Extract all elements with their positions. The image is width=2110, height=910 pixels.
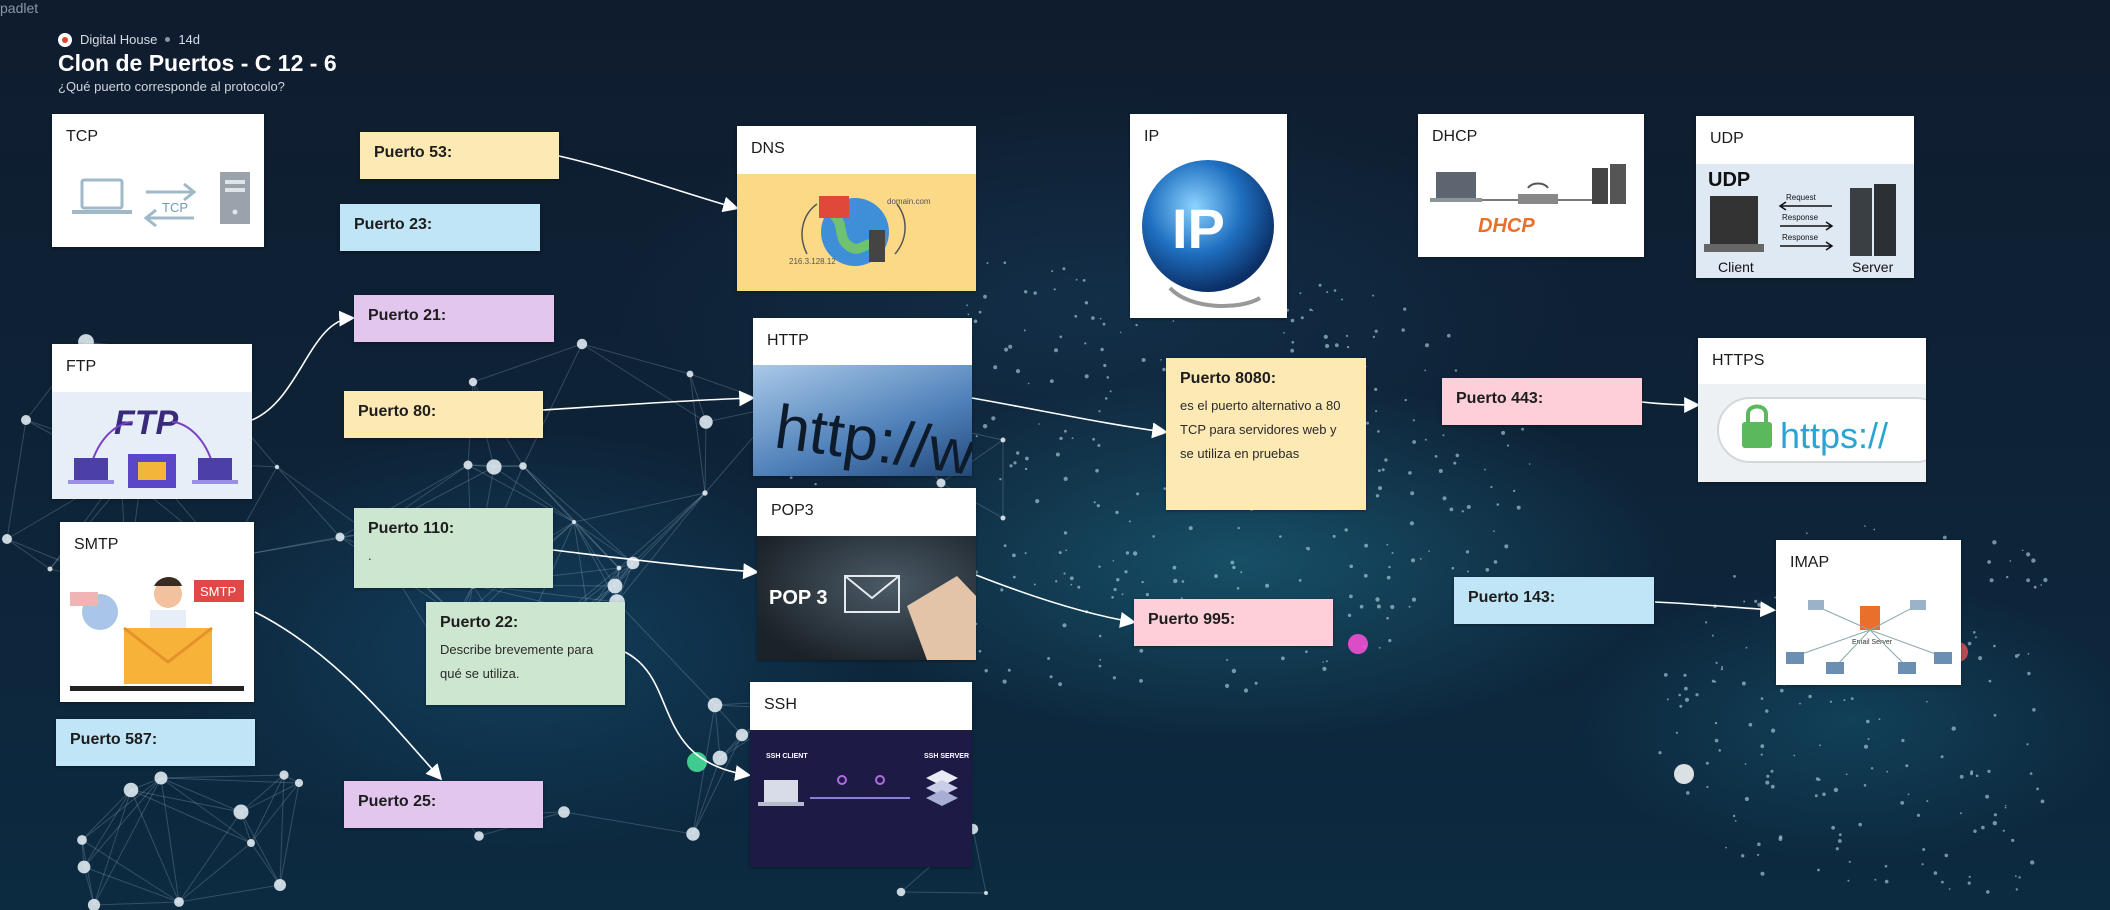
svg-text:IP: IP [1172, 197, 1225, 260]
card-ip[interactable]: IP IP [1130, 114, 1287, 318]
card-title: POP3 [771, 502, 814, 519]
note-title: Puerto 110: [368, 520, 455, 537]
card-tcp[interactable]: TCP TCP [52, 114, 264, 247]
author-name[interactable]: Digital House [80, 32, 158, 47]
svg-text:Response: Response [1782, 213, 1819, 222]
board-title: Clon de Puertos - C 12 - 6 [58, 50, 337, 76]
svg-text:POP 3: POP 3 [769, 587, 828, 609]
pop3-image: POP 3 [757, 536, 976, 660]
note-title: Puerto 587: [70, 731, 158, 748]
svg-text:Request: Request [1786, 193, 1817, 202]
card-title: FTP [66, 358, 97, 375]
card-title: DNS [751, 140, 785, 157]
imap-image: Email Server [1776, 586, 1961, 685]
svg-text:Email Server: Email Server [1852, 639, 1893, 646]
dns-image: domain.com 216.3.128.12 [737, 174, 976, 291]
svg-text:TCP: TCP [162, 200, 188, 215]
svg-text:Server: Server [1852, 259, 1894, 275]
ssh-image: SSH CLIENT SSH SERVER [750, 730, 972, 867]
http-image: http://ww [753, 365, 972, 476]
separator-dot [165, 37, 171, 42]
note-title: Puerto 995: [1148, 611, 1236, 628]
note-title: Puerto 443: [1456, 390, 1544, 407]
note-title: Puerto 22: [440, 614, 519, 631]
svg-text:SMTP: SMTP [200, 584, 236, 599]
note-title: Puerto 143: [1468, 589, 1556, 606]
post-age: 14d [178, 32, 201, 47]
svg-text:domain.com: domain.com [887, 197, 931, 206]
card-http[interactable]: HTTP http://ww [753, 318, 972, 476]
card-title: TCP [66, 128, 98, 145]
card-title: DHCP [1432, 128, 1478, 145]
note-puerto-53[interactable]: Puerto 53: [360, 132, 559, 179]
note-puerto-23[interactable]: Puerto 23: [340, 204, 540, 251]
svg-text:https://: https:// [1780, 415, 1888, 456]
svg-text:SSH CLIENT: SSH CLIENT [766, 753, 808, 760]
ftp-image: FTP [52, 392, 252, 499]
note-body: . [368, 548, 372, 563]
card-udp[interactable]: UDP UDP Client Request Response Response… [1696, 116, 1914, 278]
author-avatar[interactable] [58, 32, 72, 47]
tcp-image: TCP [52, 148, 264, 247]
card-https[interactable]: HTTPS https:// [1698, 338, 1926, 482]
https-image: https:// [1698, 384, 1926, 482]
note-puerto-22[interactable]: Puerto 22: Describe brevemente para qué … [426, 602, 625, 705]
note-title: Puerto 21: [368, 307, 447, 324]
note-title: Puerto 8080: [1180, 370, 1277, 387]
note-title: Puerto 53: [374, 144, 453, 161]
note-puerto-443[interactable]: Puerto 443: [1442, 378, 1642, 425]
padlet-logo: padlet [0, 0, 39, 16]
note-title: Puerto 25: [358, 793, 437, 810]
card-title: HTTP [767, 332, 809, 349]
svg-text:UDP: UDP [1708, 169, 1750, 191]
card-title: UDP [1710, 130, 1744, 147]
note-puerto-110[interactable]: Puerto 110: . [354, 508, 553, 588]
udp-image: UDP Client Request Response Response Ser… [1696, 164, 1914, 278]
card-dhcp[interactable]: DHCP DHCP [1418, 114, 1644, 257]
card-pop3[interactable]: POP3 POP 3 [757, 488, 976, 660]
svg-text:DHCP: DHCP [1478, 215, 1535, 237]
svg-text:Response: Response [1782, 233, 1819, 242]
note-puerto-21[interactable]: Puerto 21: [354, 295, 554, 342]
note-puerto-80[interactable]: Puerto 80: [344, 391, 543, 438]
card-ssh[interactable]: SSH SSH CLIENT SSH SERVER [750, 682, 972, 867]
dhcp-image: DHCP [1418, 148, 1644, 257]
note-body: es el puerto alternativo a 80 TCP para s… [1180, 398, 1341, 461]
note-puerto-8080[interactable]: Puerto 8080: es el puerto alternativo a … [1166, 358, 1366, 510]
smtp-image: SMTP [60, 572, 254, 702]
ip-image: IP [1130, 148, 1287, 318]
svg-text:SSH SERVER: SSH SERVER [924, 753, 969, 760]
board-meta: Digital House 14d [58, 32, 200, 47]
note-puerto-587[interactable]: Puerto 587: [56, 719, 255, 766]
card-title: SMTP [74, 536, 119, 553]
card-title: IP [1144, 128, 1160, 145]
card-title: IMAP [1790, 554, 1830, 571]
svg-text:216.3.128.12: 216.3.128.12 [789, 257, 836, 266]
svg-text:Client: Client [1718, 259, 1754, 275]
note-puerto-25[interactable]: Puerto 25: [344, 781, 543, 828]
card-ftp[interactable]: FTP FTP [52, 344, 252, 499]
card-title: SSH [764, 696, 797, 713]
note-title: Puerto 23: [354, 216, 433, 233]
note-title: Puerto 80: [358, 403, 437, 420]
card-imap[interactable]: IMAP Email Server [1776, 540, 1961, 685]
board-subtitle: ¿Qué puerto corresponde al protocolo? [58, 79, 285, 94]
card-smtp[interactable]: SMTP SMTP [60, 522, 254, 702]
note-body: Describe brevemente para qué se utiliza. [440, 642, 594, 681]
card-dns[interactable]: DNS domain.com 216.3.128.12 [737, 126, 976, 291]
note-puerto-143[interactable]: Puerto 143: [1454, 577, 1654, 624]
svg-text:http://ww: http://ww [771, 393, 972, 476]
note-puerto-995[interactable]: Puerto 995: [1134, 599, 1333, 646]
card-title: HTTPS [1712, 352, 1765, 369]
